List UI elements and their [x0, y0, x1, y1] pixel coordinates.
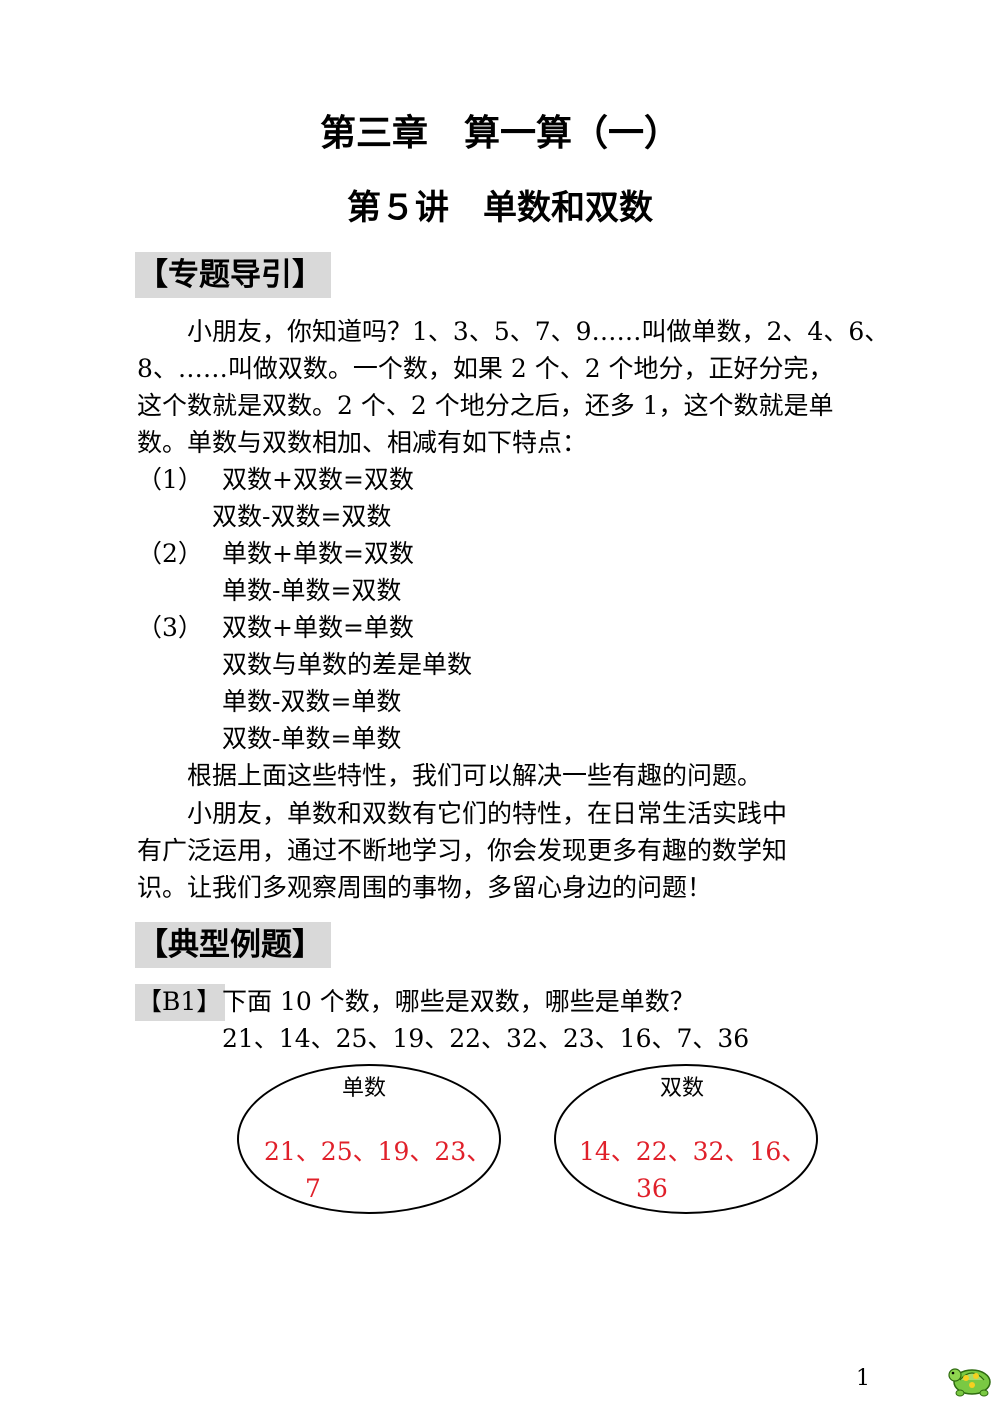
turtle-mascot-icon [948, 1368, 991, 1397]
chapter-title: 第三章 算一算（一） [319, 113, 680, 154]
odd-numbers-line-2: 7 [305, 1174, 321, 1203]
section-heading-examples: 【典型例题】 [135, 922, 331, 968]
intro-line-3: 这个数就是双数。2 个、2 个地分之后，还多 1，这个数就是单 [137, 391, 834, 420]
rule-3-line-3: 单数-双数=单数 [222, 687, 402, 716]
section-heading-guide: 【专题导引】 [135, 252, 331, 298]
closing-line-2: 有广泛运用，通过不断地学习，你会发现更多有趣的数学知 [137, 836, 788, 865]
intro-line-2: 8、……叫做双数。一个数，如果 2 个、2 个地分，正好分完， [137, 354, 834, 383]
rule-3-line-2: 双数与单数的差是单数 [222, 650, 473, 679]
rule-2-line-1: 单数+单数=双数 [222, 539, 414, 568]
even-numbers-line-1: 14、22、32、16、 [579, 1137, 807, 1166]
even-label: 双数 [660, 1076, 705, 1101]
closing-line-1: 小朋友，单数和双数有它们的特性，在日常生活实践中 [137, 799, 788, 828]
example-tag: 【B1】 [135, 984, 226, 1021]
closing-line-3: 识。让我们多观察周围的事物，多留心身边的问题！ [137, 873, 713, 902]
example-numbers: 21、14、25、19、22、32、23、16、7、36 [222, 1024, 750, 1053]
intro-line-4: 数。单数与双数相加、相减有如下特点： [137, 428, 588, 457]
even-numbers-line-2: 36 [636, 1174, 668, 1203]
rule-label-1: （1） [137, 465, 203, 494]
conclusion-text: 根据上面这些特性，我们可以解决一些有趣的问题。 [137, 761, 763, 790]
odd-label: 单数 [342, 1076, 387, 1101]
rule-label-3: （3） [137, 613, 203, 642]
rule-2-line-2: 单数-单数=双数 [222, 576, 402, 605]
rule-1-line-1: 双数+双数=双数 [222, 465, 414, 494]
odd-numbers-ellipse [237, 1064, 501, 1214]
rule-3-line-1: 双数+单数=单数 [222, 613, 414, 642]
odd-numbers-line-1: 21、25、19、23、 [264, 1137, 492, 1166]
rule-label-2: （2） [137, 539, 203, 568]
intro-line-1: 小朋友，你知道吗？1、3、5、7、9……叫做单数，2、4、6、 [137, 317, 890, 346]
even-numbers-ellipse [554, 1064, 818, 1214]
rule-1-line-2: 双数-双数=双数 [212, 502, 392, 531]
rule-3-line-4: 双数-单数=单数 [222, 724, 402, 753]
lecture-title: 第５讲 单数和双数 [347, 188, 653, 228]
example-question: 下面 10 个数，哪些是双数，哪些是单数？ [222, 987, 695, 1016]
page-number: 1 [856, 1366, 870, 1391]
